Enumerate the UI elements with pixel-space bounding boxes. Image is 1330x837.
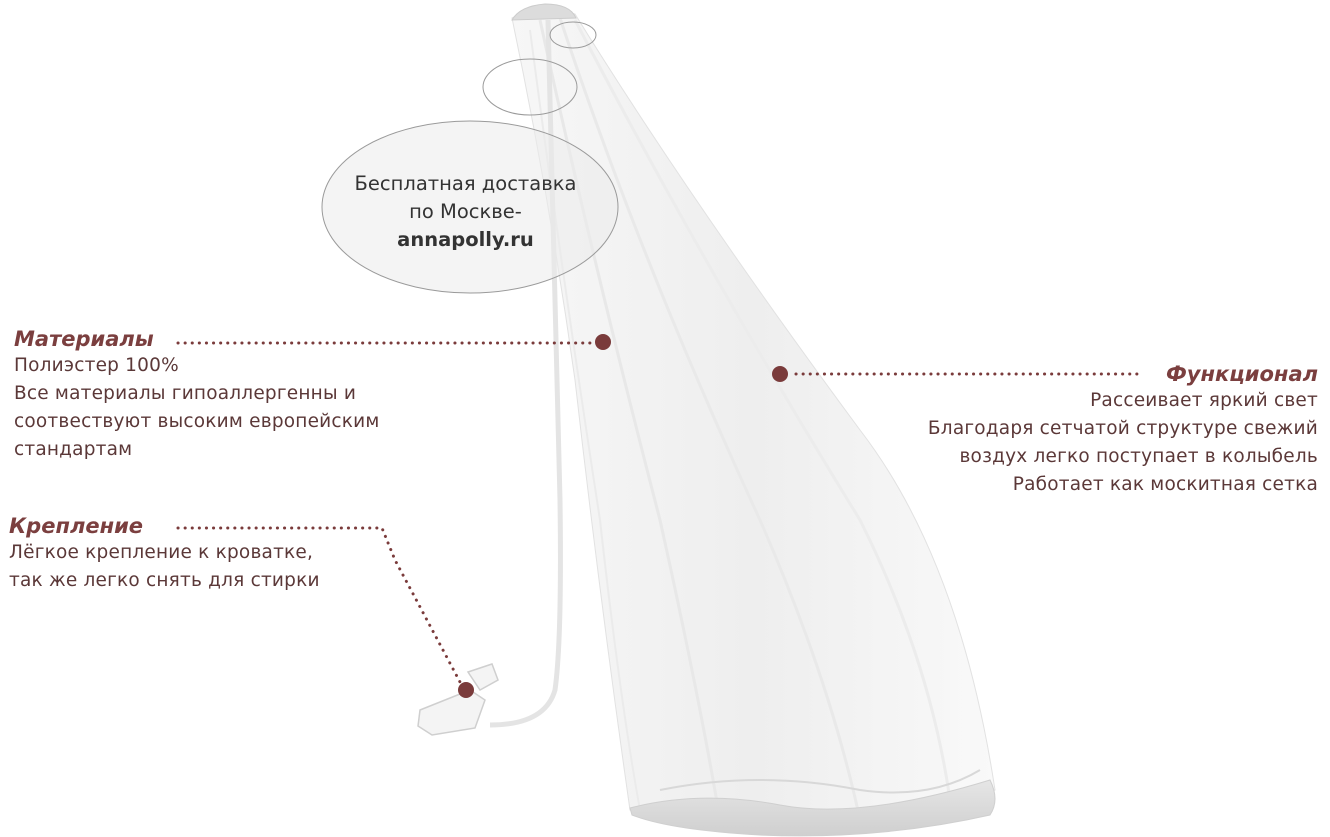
delivery-line-1: Бесплатная доставка xyxy=(354,172,577,195)
materials-block: Материалы Полиэстер 100% Все материалы г… xyxy=(14,326,380,464)
materials-marker xyxy=(595,334,611,350)
bubble-large xyxy=(321,120,619,294)
materials-line: стандартам xyxy=(14,439,133,460)
mount-title: Крепление xyxy=(9,514,144,538)
function-line: Работает как москитная сетка xyxy=(1012,474,1318,495)
function-line: Рассеивает яркий свет xyxy=(1090,390,1318,411)
materials-title: Материалы xyxy=(14,327,154,351)
function-block: Функционал Рассеивает яркий свет Благода… xyxy=(928,361,1318,499)
delivery-bubble-text: Бесплатная доставка по Москве- annapolly… xyxy=(323,170,608,254)
delivery-site: annapolly.ru xyxy=(397,228,534,251)
function-marker xyxy=(772,366,788,382)
canopy-top-holder xyxy=(511,3,577,21)
function-line: Благодаря сетчатой структуре свежий xyxy=(927,418,1318,439)
materials-line: Полиэстер 100% xyxy=(14,355,179,376)
mount-block: Крепление Лёгкое крепление к кроватке, т… xyxy=(9,513,320,595)
delivery-line-2: по Москве- xyxy=(409,200,522,223)
bubble-small xyxy=(549,21,597,49)
function-line: воздух легко поступает в колыбель xyxy=(959,446,1318,467)
crib-clip xyxy=(417,663,499,736)
mount-line: так же легко снять для стирки xyxy=(9,570,320,591)
materials-line: Все материалы гипоаллергенны и xyxy=(14,383,357,404)
mount-leader xyxy=(176,526,462,684)
mosquito-net xyxy=(511,9,996,837)
function-title: Функционал xyxy=(1165,362,1318,386)
materials-line: соотвествуют высоким европейским xyxy=(14,411,380,432)
mount-marker xyxy=(458,682,474,698)
leader-lines xyxy=(176,341,1140,684)
mount-line: Лёгкое крепление к кроватке, xyxy=(9,542,314,563)
bubble-medium xyxy=(482,58,578,116)
